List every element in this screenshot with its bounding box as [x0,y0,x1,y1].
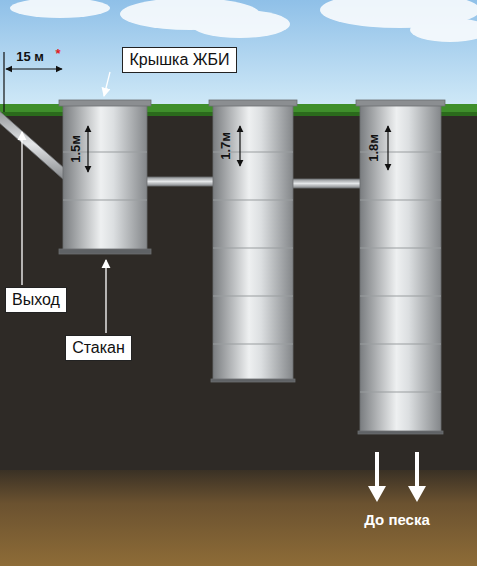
dimension-label: 1.8м [367,134,381,162]
callout-box: Стакан [65,335,132,361]
callout-box: Крышка ЖБИ [122,47,237,73]
callout-box: Выход [5,287,67,313]
ring-seam [213,247,293,248]
callout-text: Стакан [72,338,125,357]
ring-seam [360,343,441,344]
ring-seam [213,199,293,200]
depth-note: До песка [364,512,430,529]
ring-seam [213,295,293,296]
callout-text: Крышка ЖБИ [129,50,229,69]
ring-seam [213,343,293,344]
dimension-label: 1.7м [219,132,233,160]
ring-seam [360,247,441,248]
footnote-mark: * [55,47,60,61]
dimension-label: 15 м [16,50,44,64]
ring-seam [63,199,147,200]
ring-seam [360,199,441,200]
ring-seam [360,391,441,392]
dimension-label: 1.5м [69,135,83,163]
callout-text: Выход [12,290,60,309]
ring-seam [360,295,441,296]
